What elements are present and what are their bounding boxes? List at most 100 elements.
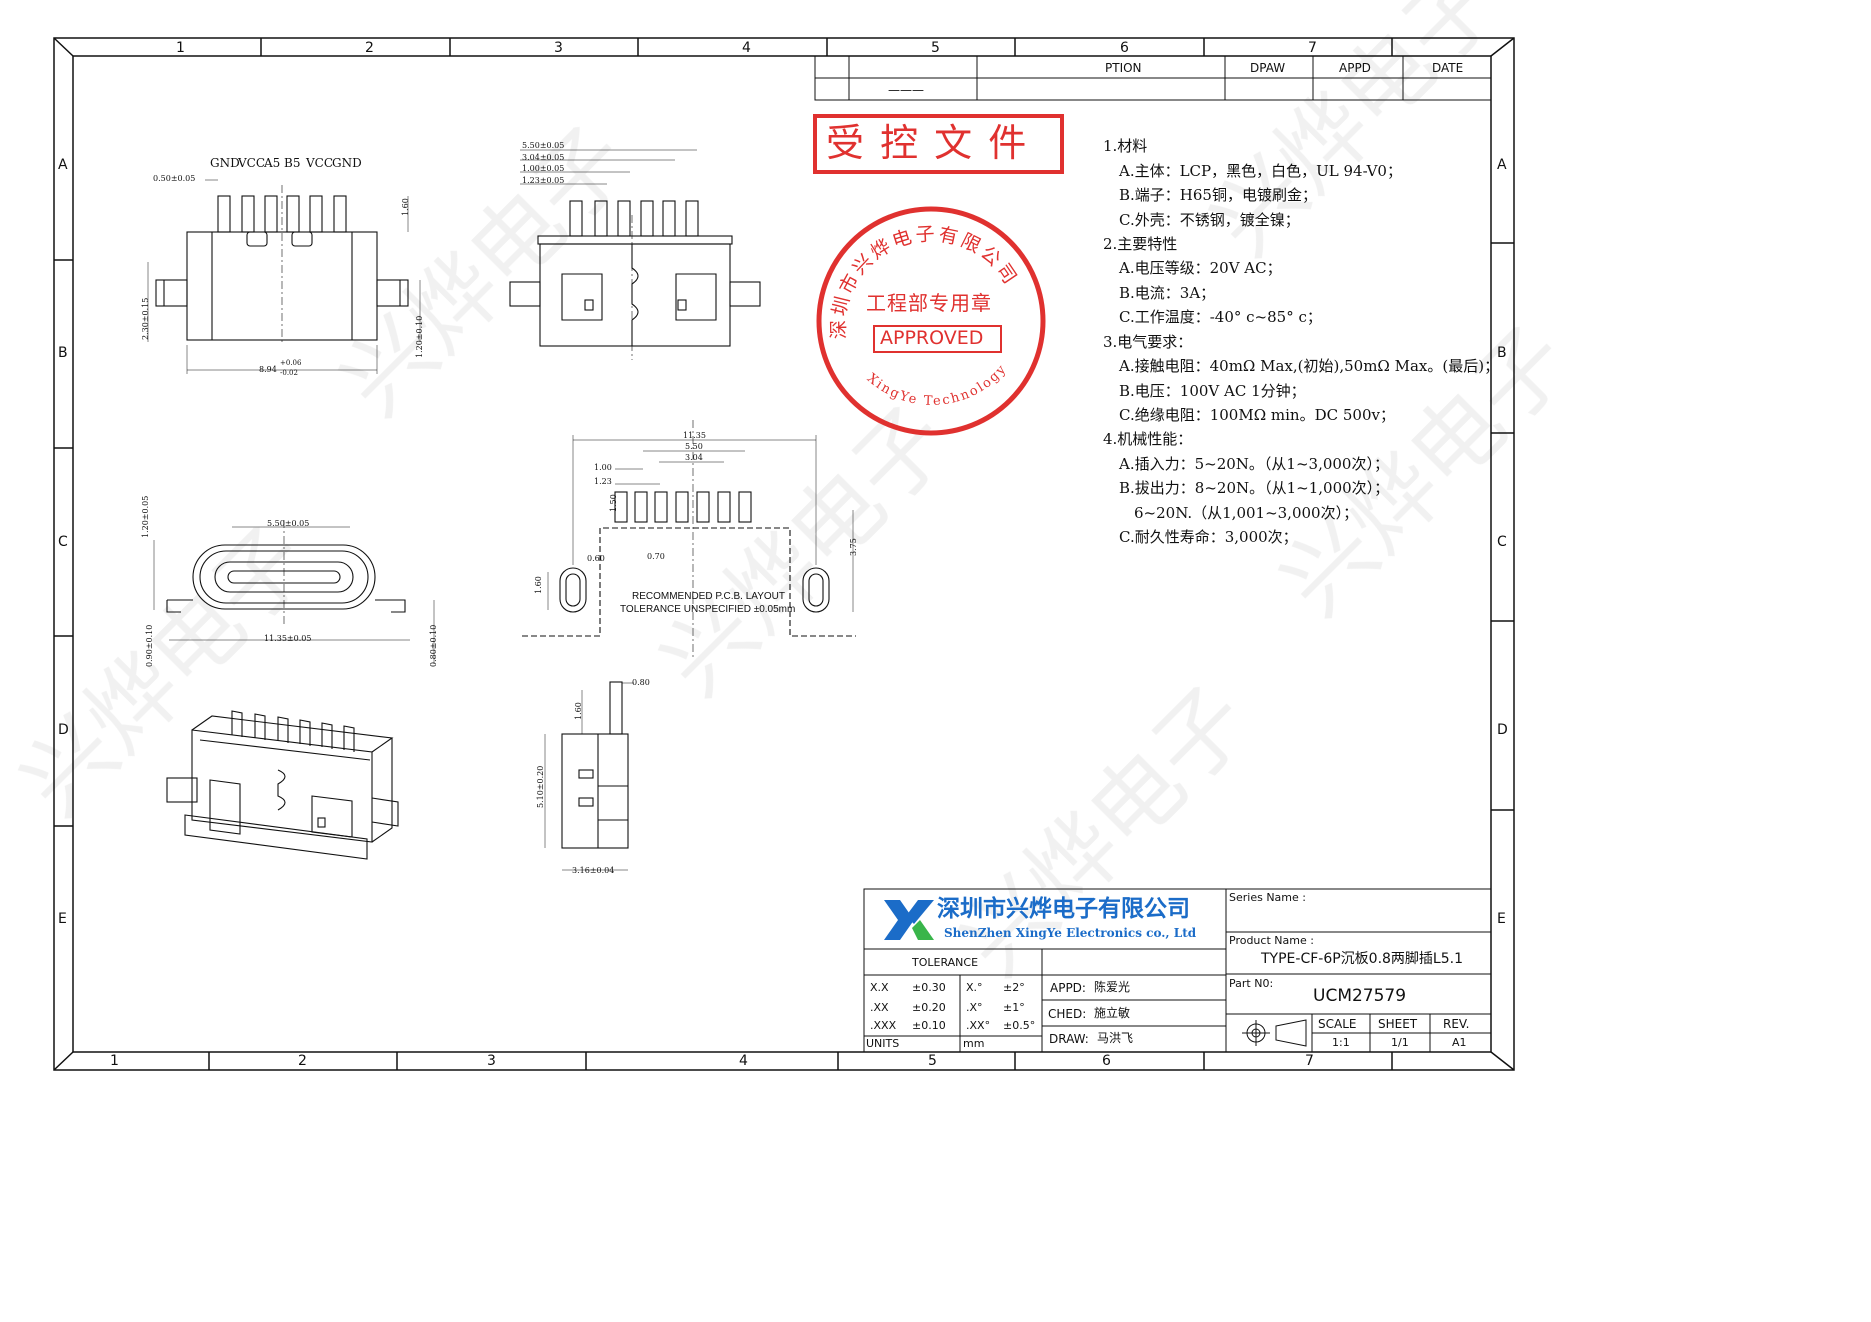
grid-col-bottom-1: 1 <box>110 1053 119 1069</box>
tol-r3-c4: ±0.5° <box>1003 1019 1036 1032</box>
dim-pitch: 0.50±0.05 <box>153 174 196 183</box>
grid-col-top-3: 3 <box>554 40 563 56</box>
scale-label: SCALE <box>1318 1017 1357 1031</box>
svg-text:兴烨电子: 兴烨电子 <box>941 667 1270 996</box>
rev-label: REV. <box>1443 1017 1470 1031</box>
tol-r2-c3: .X° <box>966 1001 983 1014</box>
tolerance-label: TOLERANCE <box>912 956 979 969</box>
dim-front-total-w: 11.35±0.05 <box>264 634 312 643</box>
grid-row-left-d: D <box>58 722 69 738</box>
watermark: 兴烨电子 兴烨电子 兴烨电子 兴烨电子 兴烨电子 兴烨电子 <box>1 0 1566 996</box>
spec-1c: C.外壳：不锈钢，镀全镍； <box>1119 211 1300 229</box>
drawing-svg: 兴烨电子 兴烨电子 兴烨电子 兴烨电子 兴烨电子 兴烨电子 <box>1 0 1566 1071</box>
isometric-view-drawing <box>166 710 399 860</box>
spec-2a: A.电压等级：20V AC； <box>1119 259 1282 277</box>
grid-col-top-4: 4 <box>742 40 751 56</box>
part-label: Part N0: <box>1229 977 1274 990</box>
grid-col-top-6: 6 <box>1120 40 1129 56</box>
grid-col-bottom-2: 2 <box>298 1053 307 1069</box>
grid-col-bottom-7: 7 <box>1305 1053 1314 1069</box>
tol-r1-c4: ±2° <box>1003 981 1025 994</box>
product-name: TYPE-CF-6P沉板0.8两脚插L5.1 <box>1261 951 1464 967</box>
seal-approved: APPROVED <box>880 327 984 349</box>
spec-4a: A.插入力：5~20N。（从1~3,000次）； <box>1119 455 1389 473</box>
grid-col-top-7: 7 <box>1308 40 1317 56</box>
controlled-stamp-box <box>813 114 1064 174</box>
dim-pcb-1-60: 1.60 <box>534 576 543 594</box>
svg-text:兴烨电子: 兴烨电子 <box>1191 0 1520 276</box>
tol-r2-c2: ±0.20 <box>912 1001 946 1014</box>
pin-label-b5: B5 <box>284 156 301 170</box>
tol-r1-c3: X.° <box>966 981 983 994</box>
grid-col-top-2: 2 <box>365 40 374 56</box>
part-number: UCM27579 <box>1313 986 1407 1006</box>
approval-seal <box>816 206 1046 436</box>
svg-text:兴烨电子: 兴烨电子 <box>321 107 650 436</box>
dim-front-opening: 5.50±0.05 <box>267 519 310 528</box>
tol-r2-c4: ±1° <box>1003 1001 1025 1014</box>
grid-col-top-1: 1 <box>176 40 185 56</box>
spec-4-title: 4.机械性能： <box>1103 430 1193 448</box>
controlled-document-stamp: 受 控 文 件 <box>826 121 1029 165</box>
grid-row-left-e: E <box>58 911 67 927</box>
spec-2-title: 2.主要特性 <box>1103 235 1178 253</box>
dim-width-tol-lower: -0.02 <box>280 369 298 377</box>
appd-name: 陈爱光 <box>1094 980 1131 994</box>
ched-name: 施立敏 <box>1094 1006 1131 1020</box>
dim-front-opening-h: 1.20±0.05 <box>141 495 150 538</box>
dim-pcb-1-00: 1.00 <box>594 463 612 472</box>
dim-pcb-3-75: 3.75 <box>849 538 858 556</box>
dim-front-left-h: 0.90±0.10 <box>145 624 154 667</box>
tol-r1-c1: X.X <box>870 981 889 994</box>
dim-pcb-3-04: 3.04 <box>685 453 703 462</box>
rev-header-dpaw: DPAW <box>1250 61 1286 75</box>
dim-width-tol-upper: +0.06 <box>280 359 302 367</box>
dim-side-5-10: 5.10±0.20 <box>536 765 545 808</box>
pin-label-a5: A5 <box>264 156 281 170</box>
rev-value: A1 <box>1452 1036 1467 1049</box>
ched-label: CHED: <box>1048 1007 1087 1021</box>
grid-col-bottom-3: 3 <box>487 1053 496 1069</box>
projection-symbol-icon <box>1242 1019 1307 1047</box>
grid-col-bottom-4: 4 <box>739 1053 748 1069</box>
dim-pcb-11-35: 11.35 <box>683 431 706 440</box>
dim-side-1-60: 1.60 <box>574 702 583 720</box>
dim-front-top-5-50: 5.50±0.05 <box>522 141 565 150</box>
pin-label-vcc-left: VCC <box>238 156 266 170</box>
pcb-caption-2: TOLERANCE UNSPECIFIED ±0.05mm <box>620 604 796 615</box>
series-label: Series Name : <box>1229 891 1306 904</box>
spec-3b: B.电压：100V AC 1分钟； <box>1119 382 1306 400</box>
spec-2c: C.工作温度：-40° c~85° c； <box>1119 308 1322 326</box>
tol-r3-c1: .XXX <box>870 1019 897 1032</box>
rev-header-appd: APPD <box>1339 61 1371 75</box>
dim-pin-len: 1.60 <box>401 198 410 216</box>
dim-height-left: 2.30±0.15 <box>141 297 150 340</box>
tol-r1-c2: ±0.30 <box>912 981 946 994</box>
tol-r3-c3: .XX° <box>966 1019 991 1032</box>
grid-row-left-a: A <box>58 157 68 173</box>
spec-3-title: 3.电气要求： <box>1103 333 1193 351</box>
frame <box>53 37 1515 1071</box>
rev-first-row-value: ——— <box>888 83 924 97</box>
company-logo-icon <box>884 900 934 940</box>
dim-front-right-h: 0.80±0.10 <box>429 624 438 667</box>
pin-label-gnd-right: GND <box>332 156 362 170</box>
grid-row-right-e: E <box>1497 911 1506 927</box>
company-name-cn: 深圳市兴烨电子有限公司 <box>937 896 1190 922</box>
dim-pcb-1-50: 1.50 <box>609 494 618 512</box>
tol-r3-c2: ±0.10 <box>912 1019 946 1032</box>
sheet-label: SHEET <box>1378 1017 1418 1031</box>
pcb-layout-drawing <box>522 420 856 660</box>
grid-col-bottom-5: 5 <box>928 1053 937 1069</box>
dim-pcb-5-50: 5.50 <box>685 442 703 451</box>
spec-4b: B.拔出力：8~20N。（从1~1,000次）； <box>1119 479 1390 497</box>
rev-header-ption: PTION <box>1105 61 1142 75</box>
sheet-value: 1/1 <box>1391 1036 1409 1049</box>
grid-row-right-b: B <box>1497 345 1507 361</box>
spec-1-title: 1.材料 <box>1103 137 1148 155</box>
pcb-caption-1: RECOMMENDED P.C.B. LAYOUT <box>632 591 785 602</box>
dim-width: 8.94 <box>259 365 277 374</box>
dim-front-top-1-00: 1.00±0.05 <box>522 164 565 173</box>
pin-label-vcc-right: VCC <box>306 156 334 170</box>
dim-height-right: 1.20±0.10 <box>415 315 424 358</box>
